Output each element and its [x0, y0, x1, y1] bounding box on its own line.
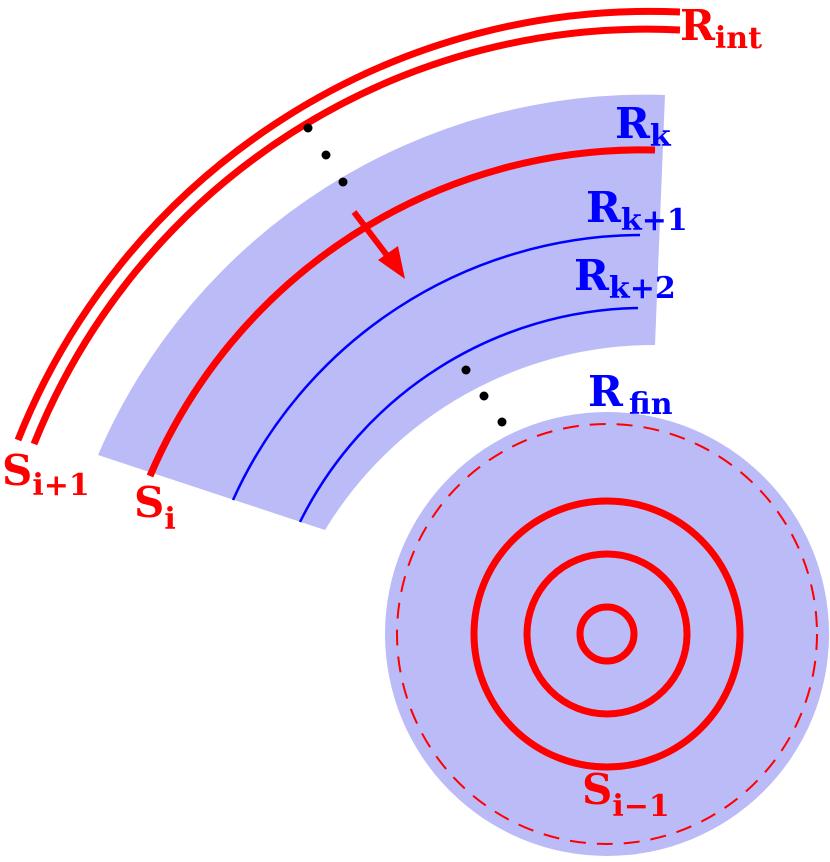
annular-sector-band — [98, 94, 665, 530]
label-r-int: Rint — [680, 1, 762, 56]
r-k1-arc — [231, 233, 641, 501]
label-r-k1: Rk+1 — [586, 183, 688, 238]
r-k-arc — [146, 146, 656, 478]
r-int-outer-arc — [14, 7, 681, 442]
ellipsis-upper — [303, 123, 348, 187]
shrink-arrow-head — [378, 246, 405, 279]
ellipsis-lower — [461, 365, 507, 427]
r-int-inner-arc — [30, 25, 681, 446]
label-s-i: Si — [134, 478, 176, 537]
inner-circle-2 — [523, 550, 691, 718]
label-s-i1: Si+1 — [2, 446, 90, 503]
r-fin-dashed-circle — [396, 423, 818, 845]
label-s-im1: Si−1 — [582, 765, 670, 824]
final-disk — [385, 412, 829, 856]
label-r-k2: Rk+2 — [574, 251, 676, 306]
label-r-k: Rk — [615, 99, 672, 154]
s-im1-circle — [470, 497, 744, 771]
shrink-arrow-shaft — [351, 210, 395, 264]
inner-circle-3 — [576, 603, 638, 665]
r-k2-arc — [298, 306, 639, 523]
